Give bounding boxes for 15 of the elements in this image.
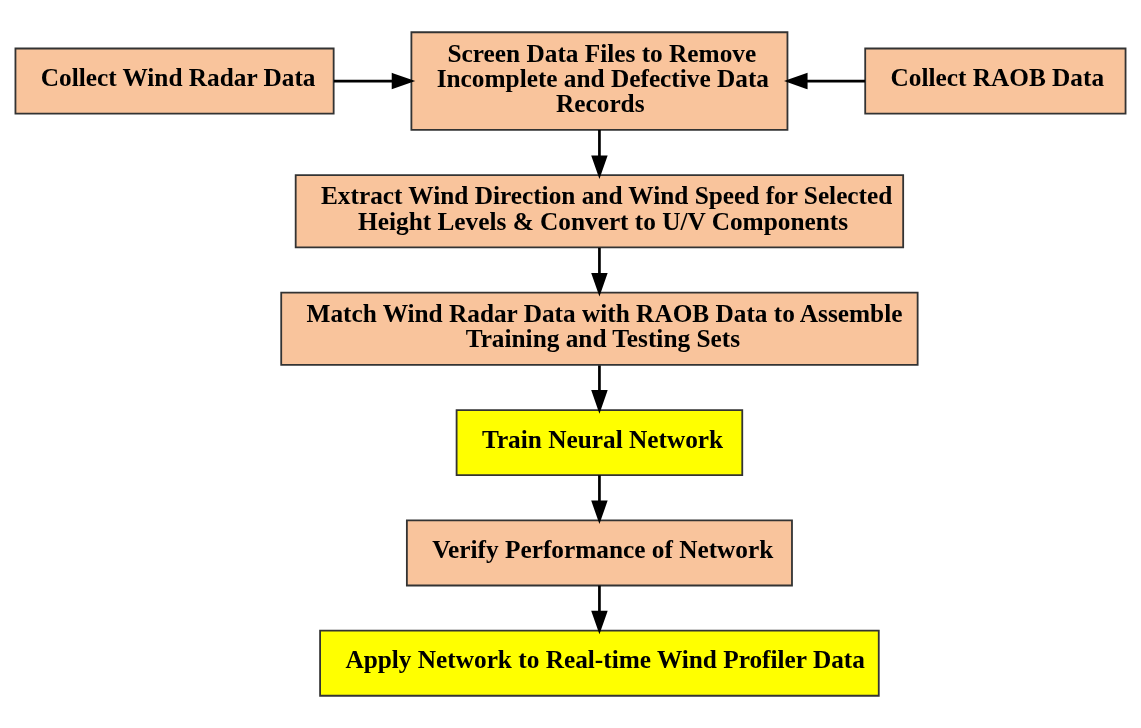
arrow <box>591 130 608 179</box>
arrow <box>591 475 608 525</box>
node-box: Train Neural Network <box>455 409 744 477</box>
node-box: Collect RAOB Data <box>864 47 1127 115</box>
node-box: Match Wind Radar Data with RAOB Data to Assemble Training and Testing Sets <box>280 291 919 366</box>
arrow <box>333 72 416 90</box>
node-box: Screen Data Files to Remove Incomplete and Defective Data Records <box>410 31 789 131</box>
arrow <box>591 365 608 414</box>
arrow <box>591 585 608 635</box>
node-box: Verify Performance of Network <box>405 519 793 587</box>
node-box: Extract Wind Direction and Wind Speed for Selected Height Levels & Convert to U/V Components <box>294 174 905 249</box>
node-box: Collect Wind Radar Data <box>14 47 335 115</box>
node-box: Apply Network to Real-time Wind Profiler Data <box>319 629 880 697</box>
arrow <box>784 72 866 90</box>
arrow <box>591 247 608 297</box>
